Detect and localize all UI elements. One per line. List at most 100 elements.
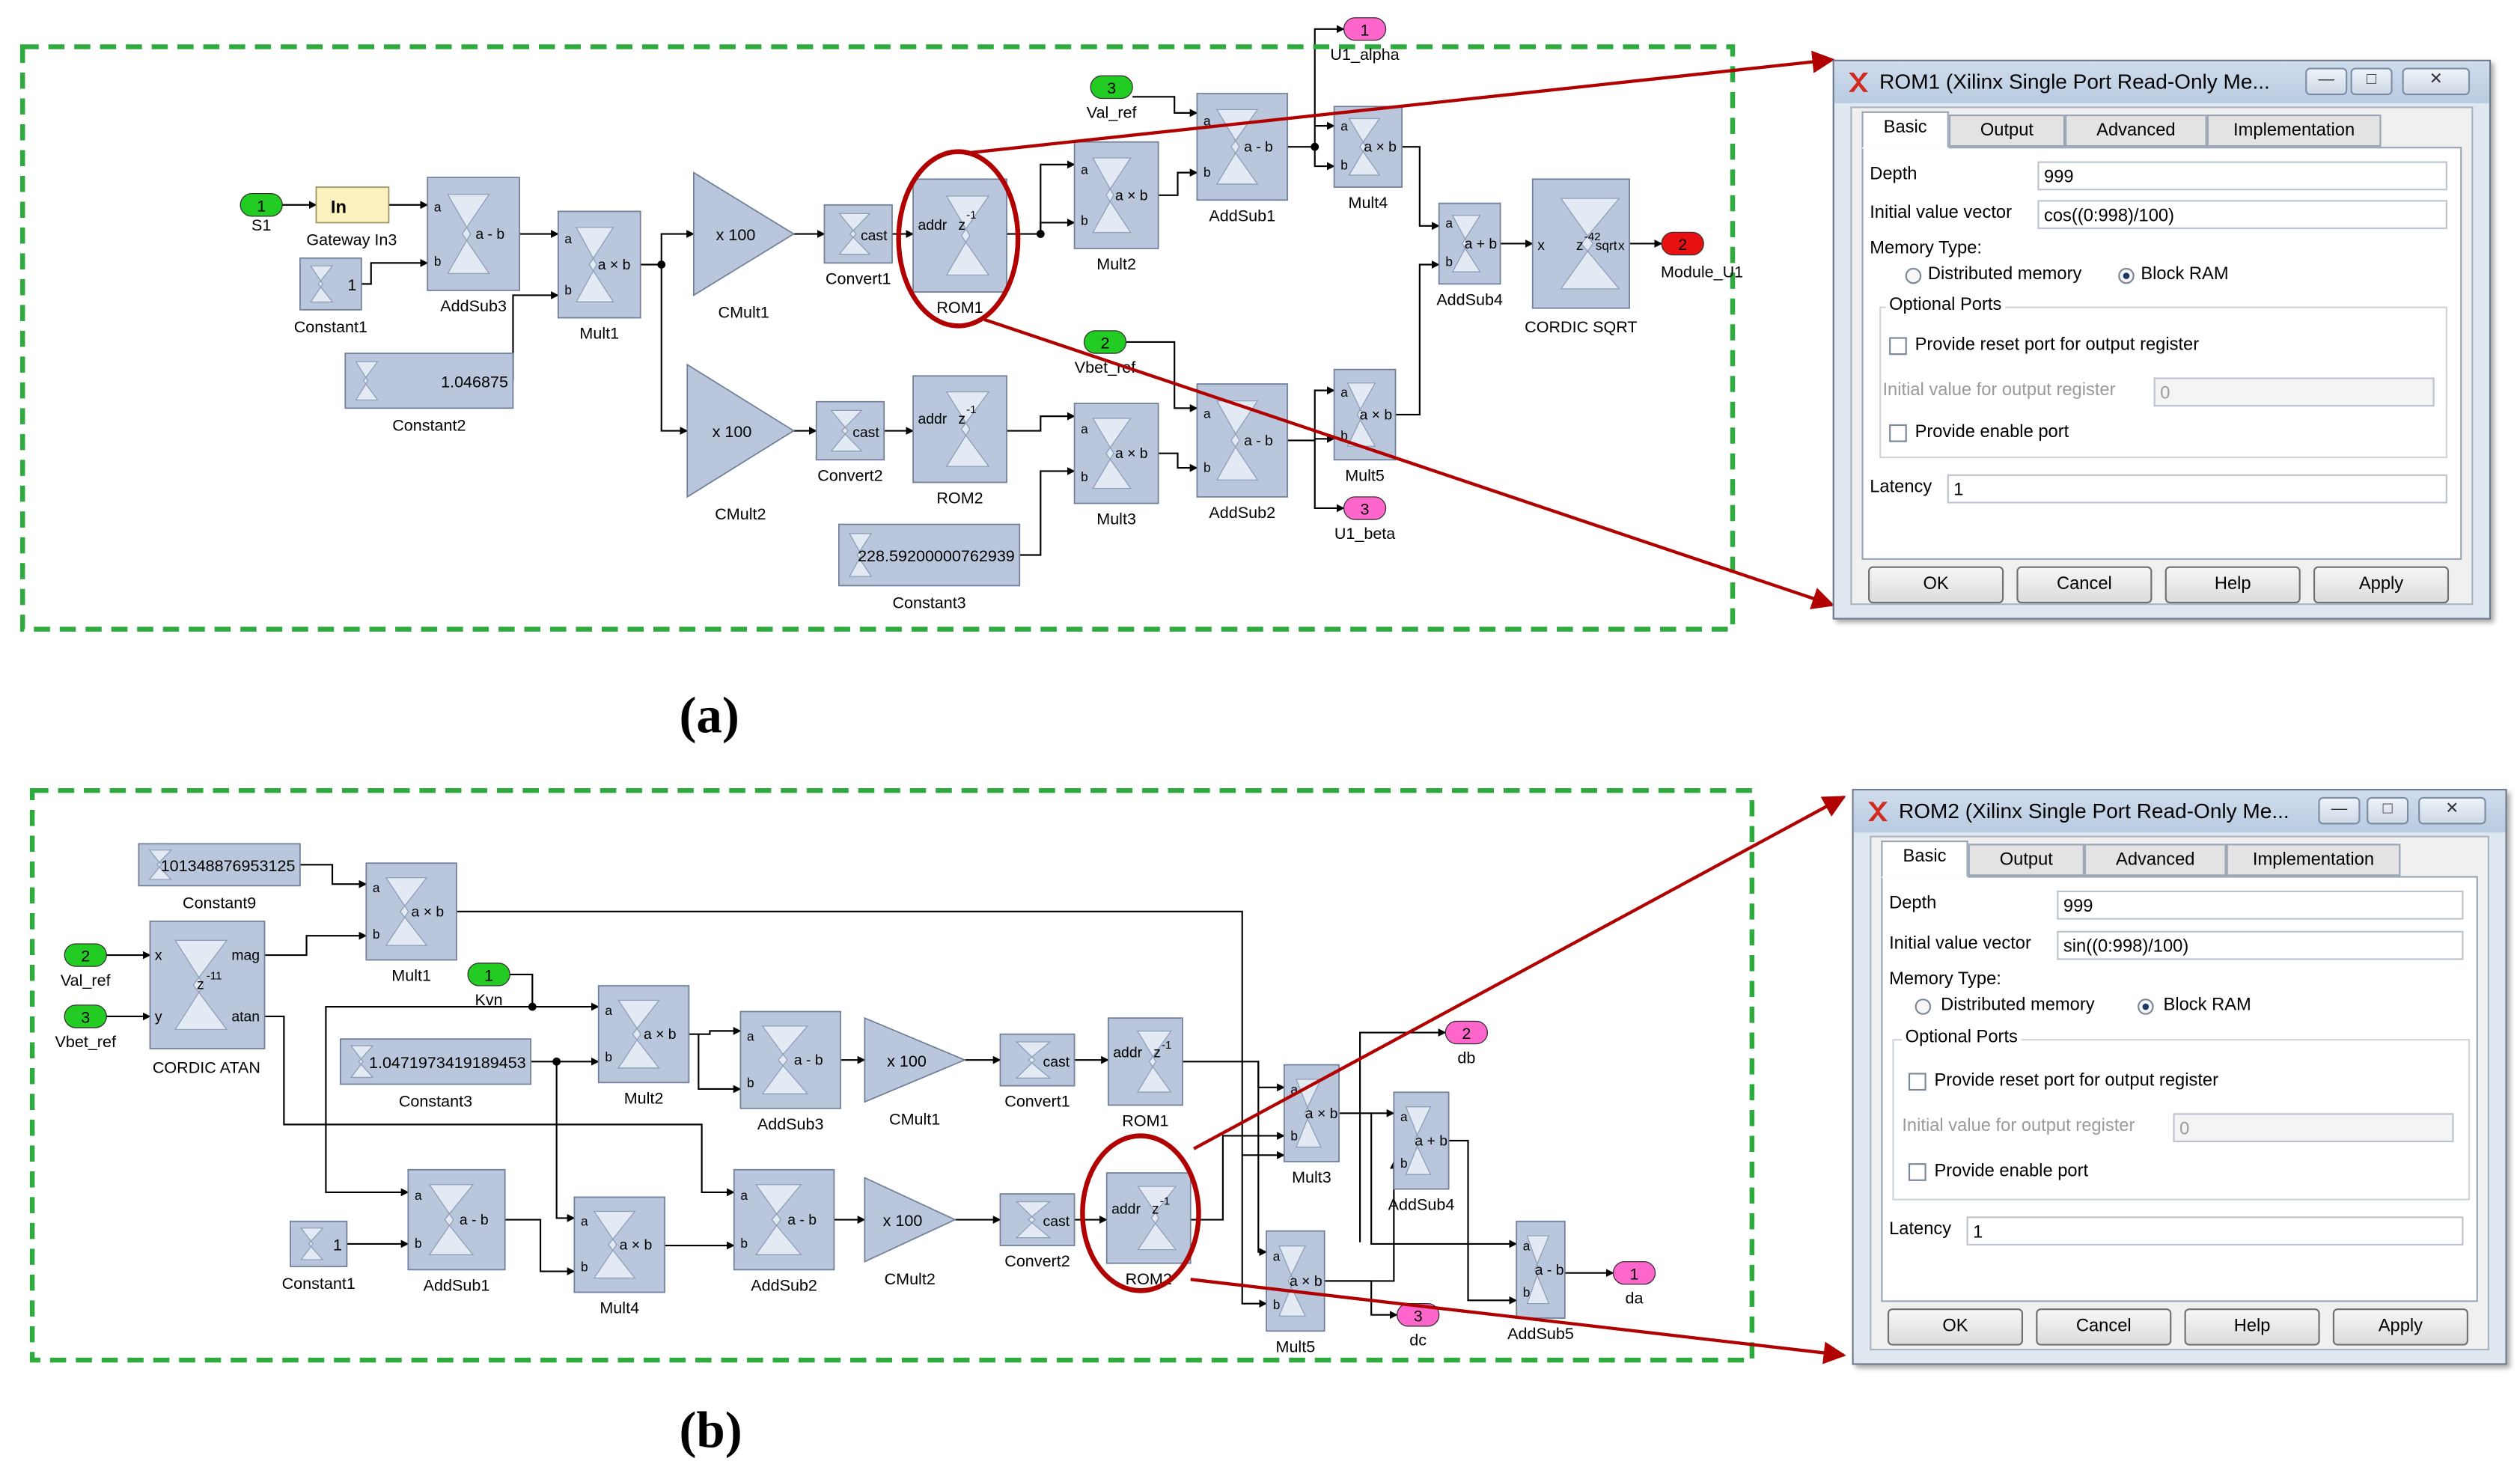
constant1-a-label: Constant1 bbox=[294, 317, 367, 336]
rom2-a-z-exp: -1 bbox=[966, 403, 976, 416]
cancel-button[interactable]: Cancel bbox=[2036, 1308, 2172, 1346]
wire bbox=[512, 291, 559, 381]
mult5-b-logo bbox=[1278, 1245, 1307, 1317]
xilinx-logo-icon bbox=[1137, 1186, 1177, 1251]
cordic-sqrt-a-z: z bbox=[1576, 237, 1584, 254]
block-ram-radio[interactable] bbox=[2138, 998, 2154, 1015]
wire bbox=[1314, 440, 1345, 513]
constant3-b-value: 1.0471973419189453 bbox=[369, 1053, 526, 1072]
kvn-b-num: 1 bbox=[484, 966, 493, 985]
block-ram-radio[interactable] bbox=[2118, 267, 2135, 284]
xilinx-logo-icon bbox=[1215, 400, 1259, 481]
mult1-a-label: Mult1 bbox=[579, 324, 619, 343]
tab-implementation[interactable]: Implementation bbox=[2226, 844, 2401, 876]
rom2-b-z-exp: -1 bbox=[1160, 1195, 1170, 1207]
mult5-a-logo bbox=[1346, 382, 1376, 447]
depth-field[interactable]: 999 bbox=[2057, 890, 2464, 920]
da-b-label: da bbox=[1626, 1289, 1644, 1308]
optional-ports-group bbox=[1892, 1039, 2471, 1201]
ok-button[interactable]: OK bbox=[1887, 1308, 2023, 1346]
init-output-field[interactable]: 0 bbox=[2153, 377, 2435, 407]
latency-field[interactable]: 1 bbox=[1947, 474, 2447, 504]
reset-port-checkbox[interactable] bbox=[1908, 1073, 1926, 1091]
convert1-b-logo bbox=[1015, 1041, 1052, 1079]
latency-field[interactable]: 1 bbox=[1966, 1216, 2464, 1246]
mult3-a-port-b: b bbox=[1081, 469, 1088, 484]
db-b-num: 2 bbox=[1462, 1024, 1471, 1043]
rom2-b-logo bbox=[1137, 1186, 1177, 1251]
wire bbox=[1126, 341, 1198, 412]
apply-button[interactable]: Apply bbox=[2332, 1308, 2468, 1346]
wire bbox=[1402, 146, 1440, 231]
da-b-port bbox=[1612, 1260, 1656, 1285]
convert2-a-cast: cast bbox=[852, 424, 879, 441]
addsub4-a-port-a: a bbox=[1445, 216, 1453, 231]
addsub4-a-op: a + b bbox=[1465, 236, 1498, 252]
tab-output[interactable]: Output bbox=[1968, 844, 2084, 876]
cordic-atan-b-y: y bbox=[155, 1008, 162, 1025]
constant1-b-label: Constant1 bbox=[282, 1274, 356, 1293]
tab-advanced[interactable]: Advanced bbox=[2084, 844, 2227, 876]
apply-button[interactable]: Apply bbox=[2313, 566, 2450, 604]
mult2-b-port-a: a bbox=[605, 1003, 612, 1018]
callouts bbox=[896, 50, 1846, 1364]
distributed-memory-radio[interactable] bbox=[1915, 998, 1932, 1015]
tab-basic[interactable]: Basic bbox=[1881, 841, 1968, 878]
tab-output[interactable]: Output bbox=[1948, 115, 2066, 147]
addsub2-a-port-b: b bbox=[1203, 460, 1211, 475]
cordic-atan-b-z-exp: -11 bbox=[207, 969, 222, 982]
u1-beta-a-label: U1_beta bbox=[1334, 524, 1395, 543]
initial-value-field[interactable]: cos((0:998)/100) bbox=[2037, 200, 2447, 230]
mult5-a-op: a × b bbox=[1359, 406, 1392, 423]
mult3-a-logo bbox=[1092, 418, 1132, 490]
mult4-a-port-a: a bbox=[1340, 119, 1348, 134]
junction bbox=[528, 1002, 537, 1011]
convert1-b-cast: cast bbox=[1043, 1054, 1070, 1070]
optional-ports-label: Optional Ports bbox=[1885, 295, 2005, 315]
wire bbox=[1182, 1061, 1285, 1092]
wire bbox=[1448, 1139, 1518, 1305]
distributed-memory-radio[interactable] bbox=[1905, 267, 1922, 284]
dc-b-num: 3 bbox=[1414, 1306, 1423, 1325]
tab-implementation[interactable]: Implementation bbox=[2206, 115, 2382, 147]
init-output-field[interactable]: 0 bbox=[2173, 1113, 2454, 1143]
tab-basic[interactable]: Basic bbox=[1861, 111, 1949, 149]
xilinx-logo-icon bbox=[830, 409, 863, 452]
tab-advanced[interactable]: Advanced bbox=[2065, 115, 2207, 147]
minimize-button[interactable]: — bbox=[2318, 796, 2361, 825]
close-button[interactable]: ✕ bbox=[2402, 67, 2471, 96]
mult4-a-op: a × b bbox=[1364, 139, 1397, 156]
wire bbox=[1314, 147, 1335, 171]
cordic-sqrt-a-out: x bbox=[1618, 238, 1625, 253]
help-button[interactable]: Help bbox=[2164, 566, 2301, 604]
minimize-button[interactable]: — bbox=[2305, 67, 2348, 96]
enable-port-checkbox[interactable] bbox=[1889, 424, 1907, 442]
figure-label-b: (b) bbox=[679, 1400, 742, 1459]
db-b-label: db bbox=[1457, 1048, 1475, 1067]
enable-port-checkbox[interactable] bbox=[1908, 1163, 1926, 1181]
constant9-b-value: 101348876953125 bbox=[161, 856, 296, 875]
junction bbox=[1036, 230, 1045, 238]
init-output-label: Initial value for output register bbox=[1902, 1116, 2135, 1136]
mult4-a-logo bbox=[1348, 118, 1381, 176]
reset-port-checkbox[interactable] bbox=[1889, 337, 1907, 356]
mult2-b-logo bbox=[617, 999, 660, 1069]
cordic-atan-b-x: x bbox=[155, 948, 162, 964]
maximize-button[interactable]: □ bbox=[2350, 67, 2393, 96]
initial-value-field[interactable]: sin((0:998)/100) bbox=[2057, 930, 2464, 960]
addsub3-a-label: AddSub3 bbox=[440, 296, 507, 315]
cancel-button[interactable]: Cancel bbox=[2016, 566, 2153, 604]
mult1-a-logo bbox=[575, 227, 614, 302]
convert1-b-label: Convert1 bbox=[1004, 1092, 1070, 1111]
ok-button[interactable]: OK bbox=[1868, 566, 2004, 604]
depth-field[interactable]: 999 bbox=[2037, 161, 2447, 191]
wire bbox=[1007, 412, 1076, 432]
rom1-a-logo bbox=[945, 195, 990, 276]
dialog-title: ROM2 (Xilinx Single Port Read-Only Me... bbox=[1899, 798, 2289, 823]
maximize-button[interactable]: □ bbox=[2367, 796, 2409, 825]
xilinx-logo-icon bbox=[1526, 1235, 1550, 1305]
addsub1-a-port-b: b bbox=[1203, 165, 1211, 180]
cordic-atan-b-logo bbox=[174, 939, 228, 1031]
help-button[interactable]: Help bbox=[2184, 1308, 2320, 1346]
close-button[interactable]: ✕ bbox=[2418, 796, 2486, 825]
